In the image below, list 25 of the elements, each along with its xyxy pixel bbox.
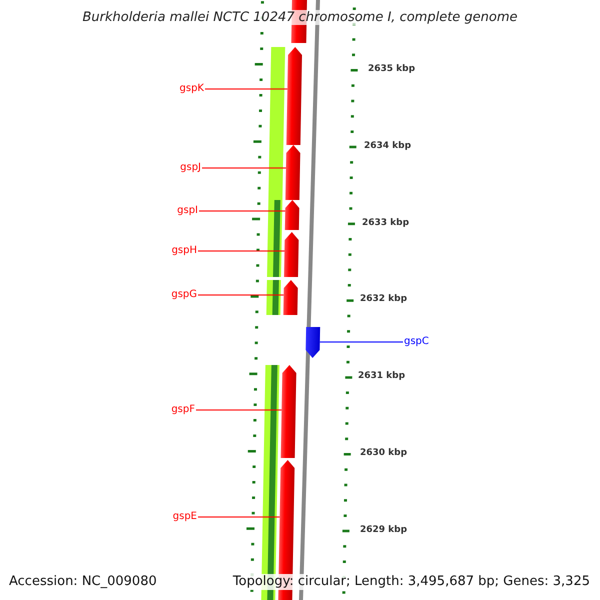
scale-label: 2631 kbp [358, 371, 406, 382]
scale-label: 2635 kbp [368, 64, 416, 75]
gene-label: gspI [177, 205, 198, 217]
leader-line [198, 294, 284, 296]
gene-block [283, 280, 298, 315]
footer-text: Topology: circular; Length: 3,495,687 bp; Genes: 3,325 [232, 574, 590, 590]
scale-label: 2632 kbp [360, 294, 408, 305]
leader-line [198, 516, 280, 518]
gene-label: gspG [171, 289, 197, 301]
gene-label: gspF [171, 404, 195, 416]
scale-label: 2630 kbp [360, 448, 408, 459]
gene-label: gspK [180, 83, 204, 95]
gene-block [306, 327, 320, 358]
footer-text: Accession: NC_009080 [9, 574, 157, 590]
scale-label: 2633 kbp [362, 218, 410, 229]
diagram-title: Burkholderia mallei NCTC 10247 chromosome I, complete genome [82, 10, 518, 25]
gene-label: gspC [404, 336, 429, 348]
scale-label: 2629 kbp [360, 525, 408, 536]
leader-line [198, 210, 286, 212]
scale-label: 2634 kbp [364, 141, 412, 152]
gene-label: gspH [172, 245, 197, 257]
leader-line [198, 250, 285, 252]
leader-line [204, 88, 288, 90]
gene-label: gspE [172, 511, 197, 523]
gene-label: gspJ [180, 162, 201, 174]
